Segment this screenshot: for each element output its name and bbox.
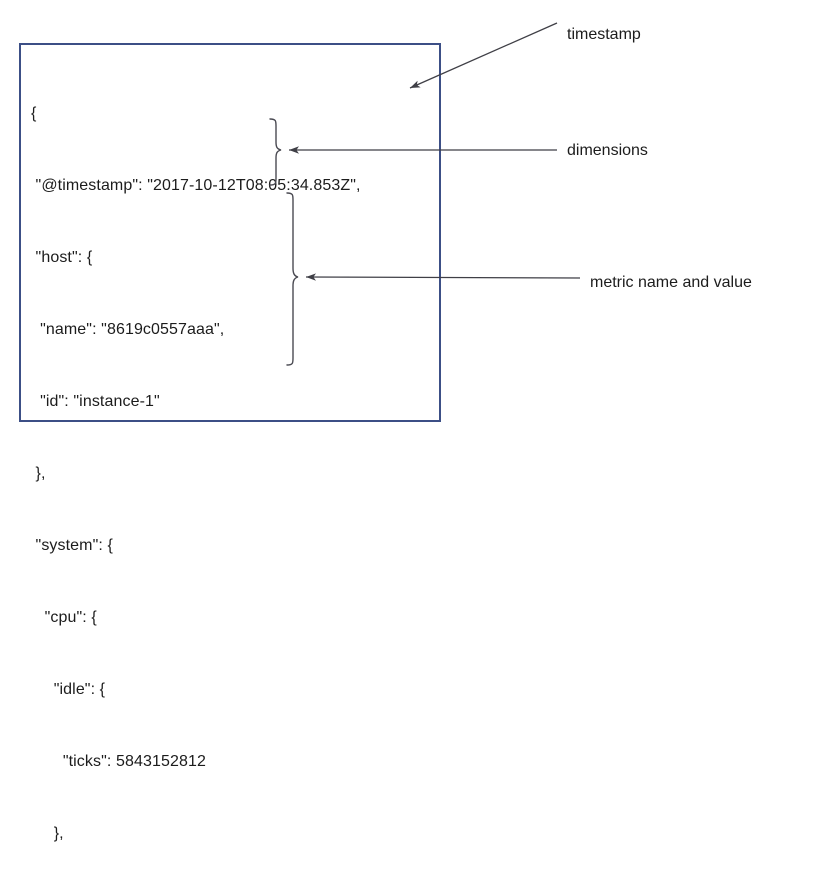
json-line-idle-close: }, <box>31 825 64 842</box>
json-document-panel: { "@timestamp": "2017-10-12T08:05:34.853… <box>19 43 441 842</box>
json-line-ticks: "ticks": 5843152812 <box>31 753 206 770</box>
json-code-block: { "@timestamp": "2017-10-12T08:05:34.853… <box>31 54 361 874</box>
json-line: { <box>31 105 37 122</box>
annotation-label-timestamp: timestamp <box>567 26 641 43</box>
json-line-host-name: "name": "8619c0557aaa", <box>31 321 225 338</box>
json-line-host-id: "id": "instance-1" <box>31 393 160 410</box>
json-line-cpu-open: "cpu": { <box>31 609 97 626</box>
annotation-label-metric: metric name and value <box>590 274 752 291</box>
json-line-host-close: }, <box>31 465 46 482</box>
json-line-timestamp: "@timestamp": "2017-10-12T08:05:34.853Z"… <box>31 177 361 194</box>
json-line-system-open: "system": { <box>31 537 113 554</box>
json-line-idle-open: "idle": { <box>31 681 106 698</box>
diagram-root: { "@timestamp": "2017-10-12T08:05:34.853… <box>19 22 752 842</box>
annotation-label-dimensions: dimensions <box>567 142 648 159</box>
json-line-host-open: "host": { <box>31 249 93 266</box>
